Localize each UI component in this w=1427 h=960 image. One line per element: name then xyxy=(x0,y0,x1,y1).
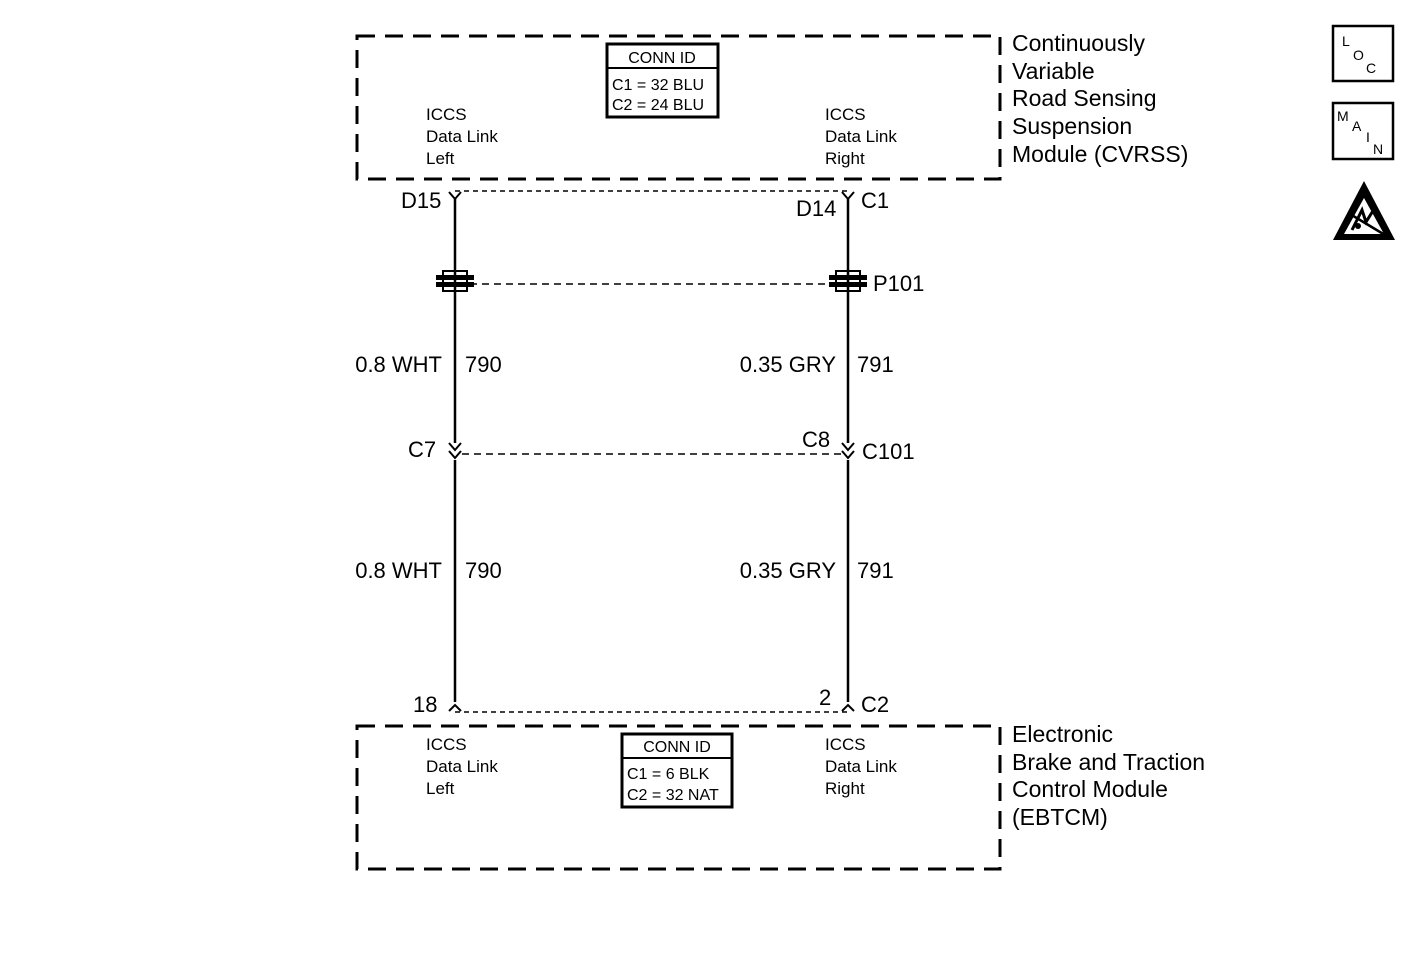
wire-790-upper-color: 0.8 WHT xyxy=(355,352,442,377)
cvrss-connector-c1-label: C1 xyxy=(861,188,889,213)
splice-pack-right-symbol xyxy=(829,270,867,292)
ebtcm-module-outline xyxy=(355,724,1002,871)
main-icon-letter: N xyxy=(1373,141,1383,157)
cvrss-pin-d14-label: D14 xyxy=(796,196,836,221)
svg-text:ICCS: ICCS xyxy=(825,735,866,754)
esd-warning-icon[interactable] xyxy=(1333,181,1395,240)
svg-text:Module (CVRSS): Module (CVRSS) xyxy=(1012,141,1188,167)
ebtcm-connector-c2-label: C2 xyxy=(861,692,889,717)
cvrss-module: CONN ID C1 = 32 BLU C2 = 24 BLU ICCS Dat… xyxy=(355,30,1188,181)
cvrss-module-outline xyxy=(355,34,1002,181)
svg-text:Continuously: Continuously xyxy=(1012,30,1145,56)
inline-connector-pin-c8-label: C8 xyxy=(802,427,830,452)
svg-text:(EBTCM): (EBTCM) xyxy=(1012,804,1108,830)
wire-791-upper-color: 0.35 GRY xyxy=(740,352,837,377)
svg-text:ICCS: ICCS xyxy=(825,105,866,124)
cvrss-conn-id-row: C1 = 32 BLU xyxy=(612,77,704,94)
ebtcm-pin-18-label: 18 xyxy=(413,692,437,717)
svg-text:Suspension: Suspension xyxy=(1012,113,1132,139)
ebtcm-conn-id-header: CONN ID xyxy=(643,739,711,756)
ebtcm-pin-2-label: 2 xyxy=(819,685,831,710)
ebtcm-conn-id-row: C2 = 32 NAT xyxy=(627,787,719,804)
cvrss-left-terminal-label: ICCS Data Link Left xyxy=(426,105,498,168)
wire-791-upper-circuit: 791 xyxy=(857,352,894,377)
svg-text:Data Link: Data Link xyxy=(825,127,897,146)
splice-pack-label: P101 xyxy=(873,271,924,296)
ebtcm-conn-id-row: C1 = 6 BLK xyxy=(627,766,710,783)
svg-text:Variable: Variable xyxy=(1012,58,1095,84)
svg-text:Data Link: Data Link xyxy=(426,757,498,776)
loc-icon-letter: O xyxy=(1353,47,1364,63)
svg-text:Left: Left xyxy=(426,149,455,168)
wire-790-lower-color: 0.8 WHT xyxy=(355,558,442,583)
cvrss-conn-id-row: C2 = 24 BLU xyxy=(612,97,704,114)
loc-icon-letter: C xyxy=(1366,60,1376,76)
wire-790-lower-circuit: 790 xyxy=(465,558,502,583)
svg-text:ICCS: ICCS xyxy=(426,735,467,754)
svg-text:Brake and Traction: Brake and Traction xyxy=(1012,749,1205,775)
cvrss-pin-d14-terminal xyxy=(841,191,855,201)
main-icon-letter: I xyxy=(1366,129,1370,145)
wire-791-lower-circuit: 791 xyxy=(857,558,894,583)
main-icon-letter: A xyxy=(1352,118,1362,134)
ebtcm-left-terminal-label: ICCS Data Link Left xyxy=(426,735,498,798)
ebtcm-module: CONN ID C1 = 6 BLK C2 = 32 NAT ICCS Data… xyxy=(355,721,1205,871)
svg-text:Control Module: Control Module xyxy=(1012,776,1168,802)
svg-text:Right: Right xyxy=(825,149,865,168)
inline-connector-right-symbol xyxy=(841,442,855,460)
svg-text:ICCS: ICCS xyxy=(426,105,467,124)
cvrss-pin-d15-label: D15 xyxy=(401,188,441,213)
svg-text:Data Link: Data Link xyxy=(825,757,897,776)
ebtcm-pin-2-terminal xyxy=(841,703,855,712)
wire-791-lower-color: 0.35 GRY xyxy=(740,558,837,583)
ebtcm-module-name: Electronic Brake and Traction Control Mo… xyxy=(1012,721,1205,830)
loc-icon[interactable]: L O C xyxy=(1331,24,1395,83)
svg-text:Road Sensing: Road Sensing xyxy=(1012,85,1157,111)
ebtcm-conn-id-box: CONN ID C1 = 6 BLK C2 = 32 NAT xyxy=(620,732,734,809)
cvrss-right-terminal-label: ICCS Data Link Right xyxy=(825,105,897,168)
wire-790-upper-circuit: 790 xyxy=(465,352,502,377)
loc-icon-letter: L xyxy=(1342,33,1350,49)
cvrss-conn-id-box: CONN ID C1 = 32 BLU C2 = 24 BLU xyxy=(605,42,720,119)
svg-text:Left: Left xyxy=(426,779,455,798)
splice-pack-left-symbol xyxy=(436,270,474,292)
main-icon[interactable]: M A I N xyxy=(1331,101,1395,161)
cvrss-pin-d15-terminal xyxy=(448,191,462,201)
inline-connector-left-symbol xyxy=(448,442,462,460)
inline-connector-pin-c7-label: C7 xyxy=(408,437,436,462)
ebtcm-right-terminal-label: ICCS Data Link Right xyxy=(825,735,897,798)
svg-text:Right: Right xyxy=(825,779,865,798)
cvrss-conn-id-header: CONN ID xyxy=(628,50,696,67)
cvrss-module-name: Continuously Variable Road Sensing Suspe… xyxy=(1012,30,1188,167)
svg-text:Data Link: Data Link xyxy=(426,127,498,146)
main-icon-letter: M xyxy=(1337,108,1349,124)
inline-connector-c101-label: C101 xyxy=(862,439,915,464)
ebtcm-pin-18-terminal xyxy=(448,703,462,712)
svg-text:Electronic: Electronic xyxy=(1012,721,1113,747)
